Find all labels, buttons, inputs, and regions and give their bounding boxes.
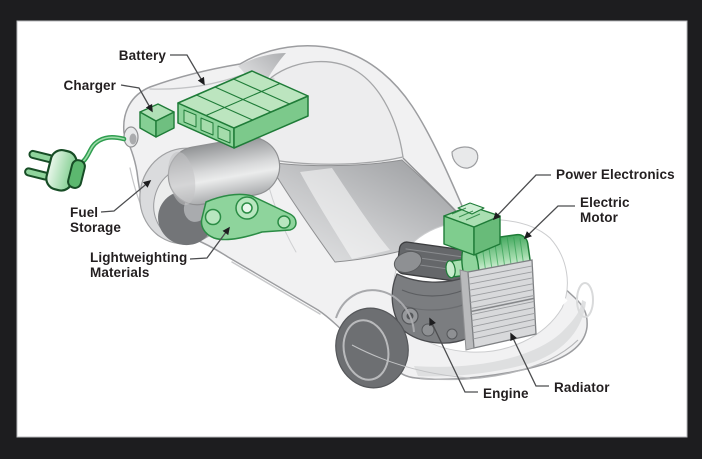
label-electric-motor: Electric Motor	[580, 195, 630, 225]
leader-lines	[100, 54, 575, 393]
label-fuel-storage: Fuel Storage	[70, 205, 121, 235]
label-engine: Engine	[483, 386, 529, 401]
fuel-tank	[167, 136, 281, 206]
label-lightweighting-line1: Lightweighting	[90, 250, 188, 265]
leader-fuel-storage	[100, 179, 152, 213]
power-plug-icon	[24, 148, 86, 192]
rear-window	[238, 53, 286, 94]
front-right-wheel	[576, 282, 594, 318]
battery-pack	[177, 70, 309, 149]
power-electronics-box	[443, 202, 501, 256]
radiator-core	[459, 259, 537, 351]
leader-power-electronics	[492, 174, 551, 221]
leader-electric-motor	[523, 205, 575, 240]
side-mirror	[451, 146, 479, 169]
leader-lightweighting	[189, 226, 230, 260]
engine-block	[391, 241, 481, 344]
label-fuel-storage-line2: Storage	[70, 220, 121, 235]
charge-port	[123, 126, 139, 148]
label-fuel-storage-line1: Fuel	[70, 205, 99, 220]
label-lightweighting-line2: Materials	[90, 265, 150, 280]
label-power-electronics: Power Electronics	[556, 167, 675, 182]
leader-charger	[120, 84, 153, 113]
label-battery: Battery	[118, 48, 166, 63]
charging-cable	[73, 135, 127, 169]
label-lightweighting-materials: Lightweighting Materials	[90, 250, 187, 280]
leader-radiator	[510, 332, 549, 387]
label-charger: Charger	[63, 78, 116, 93]
label-electric-motor-line2: Motor	[580, 210, 618, 225]
front-wheel	[335, 289, 415, 389]
label-radiator: Radiator	[554, 380, 610, 395]
leader-battery	[170, 54, 205, 86]
front-bumper	[351, 300, 586, 381]
label-electric-motor-line1: Electric	[580, 195, 630, 210]
leader-engine	[429, 317, 478, 393]
